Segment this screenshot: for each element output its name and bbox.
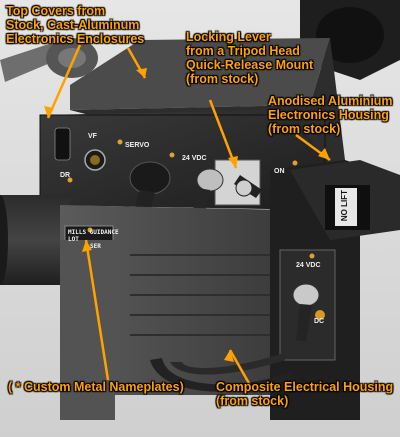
- callout-lines: [46, 44, 331, 386]
- cable-loop: [150, 358, 292, 392]
- panel-24vdc-right: 24 VDC: [296, 262, 321, 269]
- label-anodised-housing: Anodised Aluminium Electronics Housing (…: [268, 94, 393, 136]
- panel-vf: VF: [88, 133, 97, 140]
- panel-dc: DC: [314, 318, 325, 325]
- label-composite-housing: Composite Electrical Housing (from stock…: [216, 380, 394, 408]
- servo-connector: [129, 161, 171, 195]
- right-panel: [279, 249, 336, 361]
- orange-markers: [67, 139, 315, 259]
- nameplate-line3: SER: [90, 243, 101, 250]
- label-custom-nameplates: ( * Custom Metal Nameplates): [8, 380, 184, 394]
- label-top-covers: Top Covers from Stock, Cast-Aluminum Ele…: [6, 4, 145, 46]
- panel-no-lift: NO LIFT: [340, 190, 349, 222]
- nameplate-line2: LOT: [68, 236, 79, 243]
- support-arm: [0, 42, 62, 82]
- no-lift-label: [335, 188, 357, 226]
- right-connector: [292, 283, 320, 307]
- vdc-connector: [196, 168, 224, 192]
- nameplate-line1: MILLS GUIDANCE: [68, 229, 119, 236]
- panel-dr: DR: [60, 172, 71, 179]
- top-cover: [70, 38, 330, 110]
- panel-servo: SERVO: [125, 142, 150, 149]
- panel-on: ON: [274, 168, 285, 175]
- composite-housing: [60, 205, 290, 395]
- label-locking-lever: Locking Lever from a Tripod Head Quick-R…: [186, 30, 314, 86]
- panel-24vdc-top: 24 VDC: [182, 155, 207, 162]
- switch-dr: [54, 127, 71, 161]
- housing-ribs: [130, 254, 285, 336]
- indicator-dot: [315, 310, 325, 320]
- mounting-plate: [60, 240, 115, 420]
- side-cylinder: [0, 195, 70, 285]
- callout-arrowheads: [44, 68, 330, 362]
